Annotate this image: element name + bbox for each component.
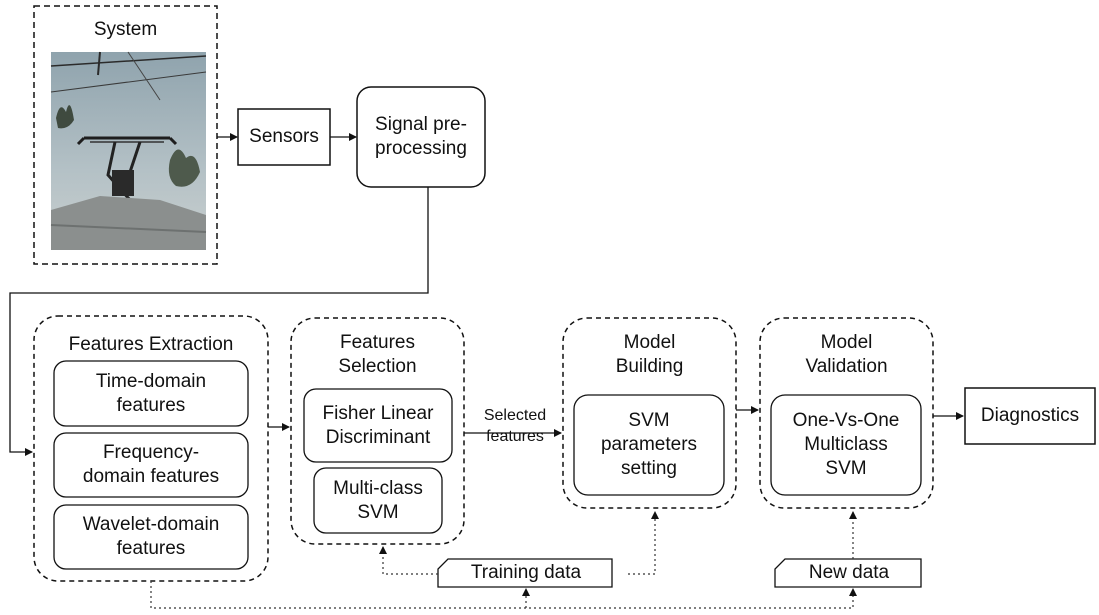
svm-parameters-box <box>573 394 725 496</box>
pantograph-photo <box>50 51 207 250</box>
frequency-domain-box <box>53 432 249 498</box>
multiclass-svm-box <box>313 467 443 534</box>
one-vs-one-box <box>770 394 922 496</box>
features-extraction-title: Features Extraction <box>68 334 234 355</box>
system-title: System <box>93 19 158 40</box>
time-domain-box <box>53 360 249 427</box>
selected-features-label: Selected features <box>483 407 547 445</box>
model-building-title: Model Building <box>615 332 684 377</box>
wavelet-domain-box <box>53 504 249 570</box>
system-frame <box>33 5 218 265</box>
sensors-box <box>237 108 331 166</box>
features-selection-title: Features Selection <box>338 332 417 377</box>
new-data-tag <box>774 558 922 588</box>
preprocessing-box <box>356 86 486 188</box>
diagnostics-box <box>964 387 1096 445</box>
fisher-box <box>303 388 453 463</box>
training-data-tag <box>437 558 613 588</box>
model-validation-title: Model Validation <box>805 332 888 377</box>
